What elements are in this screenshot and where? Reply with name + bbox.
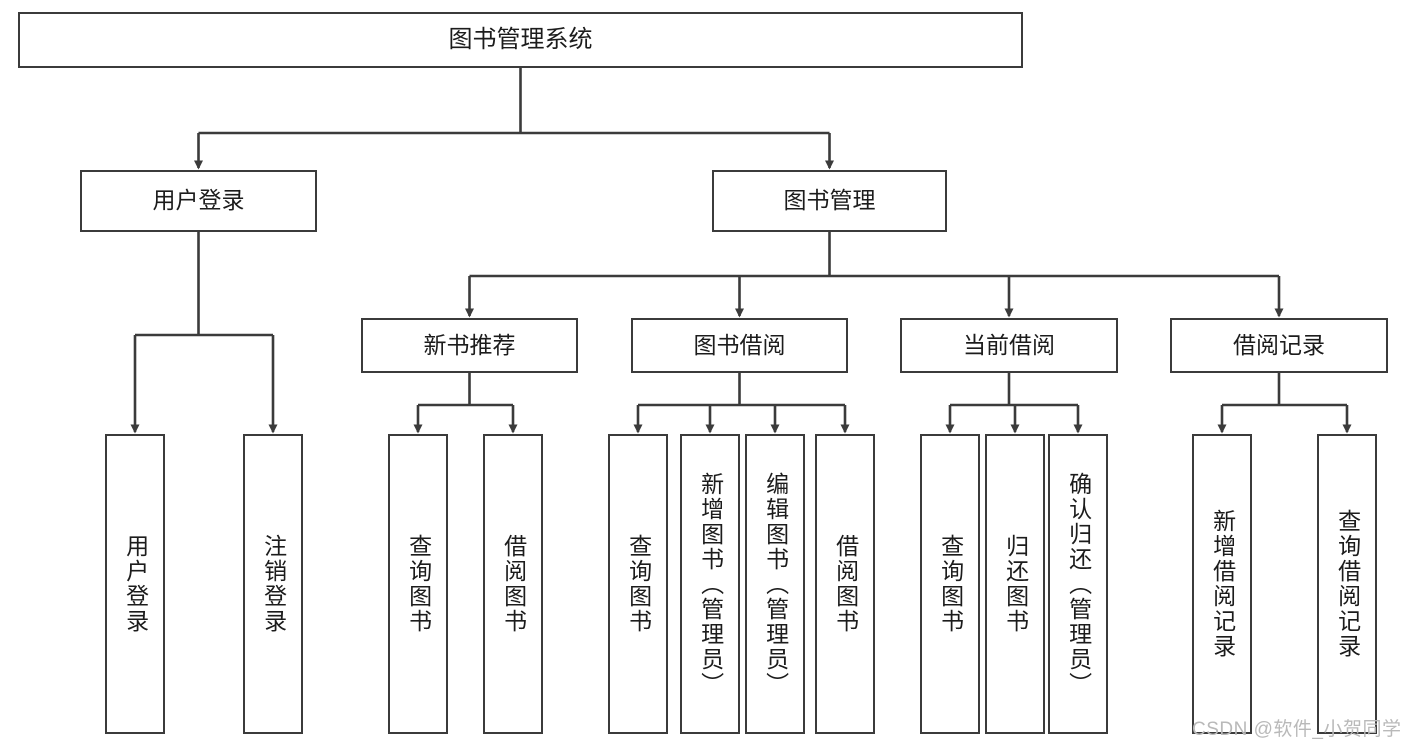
node-leaf-br-add[interactable]: 新增借阅记录: [1192, 434, 1252, 734]
node-label: 查询图书: [937, 534, 964, 634]
node-root[interactable]: 图书管理系统: [18, 12, 1023, 68]
node-leaf-cb-return[interactable]: 归还图书: [985, 434, 1045, 734]
watermark-label: CSDN @软件_小贺同学: [1192, 719, 1402, 740]
node-user-login[interactable]: 用户登录: [80, 170, 317, 232]
node-leaf-logout[interactable]: 注销登录: [243, 434, 303, 734]
node-leaf-rec-query[interactable]: 查询图书: [388, 434, 448, 734]
node-label: 当前借阅: [963, 331, 1055, 358]
node-leaf-rec-borrow[interactable]: 借阅图书: [483, 434, 543, 734]
node-leaf-bb-borrow[interactable]: 借阅图书: [815, 434, 875, 734]
node-label: 用户登录: [122, 534, 149, 634]
node-leaf-cb-query[interactable]: 查询图书: [920, 434, 980, 734]
node-label: 借阅记录: [1233, 331, 1325, 358]
node-label: 查询图书: [405, 534, 432, 634]
node-label: 查询图书: [625, 534, 652, 634]
node-label: 图书管理系统: [448, 25, 593, 53]
node-leaf-cb-confirm[interactable]: 确认归还（管理员）: [1048, 434, 1108, 734]
node-current-borrow[interactable]: 当前借阅: [900, 318, 1118, 373]
node-label: 新书推荐: [423, 331, 516, 358]
node-label: 新增图书（管理员）: [697, 471, 724, 697]
node-label: 用户登录: [152, 187, 245, 214]
node-label: 编辑图书（管理员）: [762, 471, 789, 697]
node-label: 确认归还（管理员）: [1065, 471, 1092, 697]
node-leaf-bb-add[interactable]: 新增图书（管理员）: [680, 434, 740, 734]
node-borrow-record[interactable]: 借阅记录: [1170, 318, 1388, 373]
node-label: 图书管理: [783, 187, 876, 214]
node-book-manage[interactable]: 图书管理: [712, 170, 947, 232]
node-label: 图书借阅: [693, 331, 786, 358]
node-new-book-rec[interactable]: 新书推荐: [361, 318, 578, 373]
node-leaf-br-query[interactable]: 查询借阅记录: [1317, 434, 1377, 734]
node-leaf-bb-query[interactable]: 查询图书: [608, 434, 668, 734]
node-label: 查询借阅记录: [1334, 509, 1361, 659]
node-label: 新增借阅记录: [1209, 509, 1236, 659]
node-book-borrow[interactable]: 图书借阅: [631, 318, 848, 373]
node-leaf-user-login[interactable]: 用户登录: [105, 434, 165, 734]
node-label: 注销登录: [260, 534, 287, 634]
node-leaf-bb-edit[interactable]: 编辑图书（管理员）: [745, 434, 805, 734]
node-label: 借阅图书: [500, 534, 527, 634]
node-label: 借阅图书: [832, 534, 859, 634]
node-label: 归还图书: [1002, 534, 1029, 634]
